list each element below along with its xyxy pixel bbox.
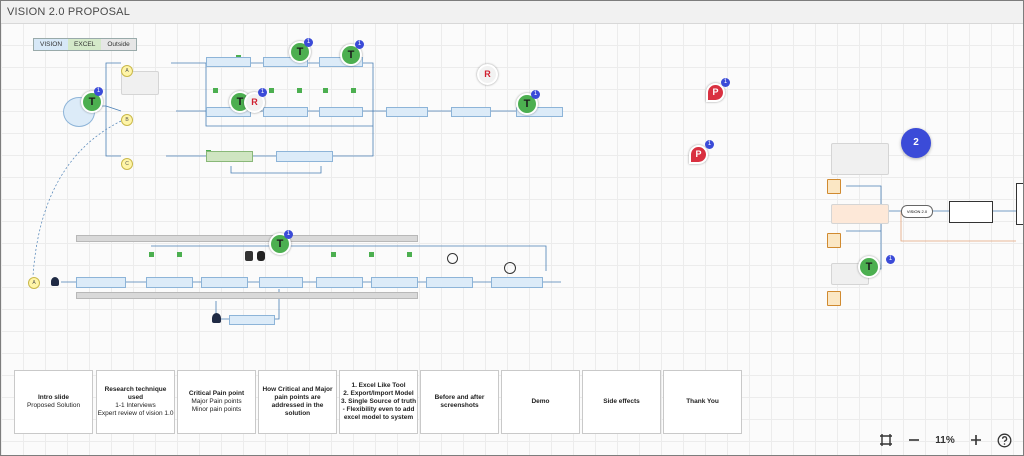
flow-box[interactable] xyxy=(426,277,473,288)
card-line: Minor pain points xyxy=(191,406,242,413)
flow-box[interactable] xyxy=(229,315,275,325)
card-title: Thank You xyxy=(686,398,719,405)
flow-box[interactable] xyxy=(201,277,248,288)
flow-box[interactable] xyxy=(276,151,333,162)
fit-frame-icon[interactable] xyxy=(875,429,897,451)
flow-box[interactable] xyxy=(263,57,308,67)
flow-box[interactable] xyxy=(76,277,126,288)
flow-box[interactable] xyxy=(316,277,363,288)
flow-box[interactable] xyxy=(386,107,428,117)
slide-card[interactable]: Before and after screenshots xyxy=(420,370,499,434)
card-title: Critical Pain point xyxy=(188,390,245,397)
persona-avatar-icon xyxy=(827,233,841,248)
step-circle-a2: A xyxy=(28,277,40,289)
notification-badge: 1 xyxy=(284,230,293,239)
notification-badge: 1 xyxy=(531,90,540,99)
notification-badge: 1 xyxy=(94,87,103,96)
collaborator-avatar[interactable]: T xyxy=(81,91,103,113)
card-line: Expert review of vision 1.0 xyxy=(97,410,174,417)
slide-card[interactable]: How Critical and Major pain points are a… xyxy=(258,370,337,434)
notification-badge: 1 xyxy=(258,88,267,97)
card-title: Demo xyxy=(531,398,550,405)
zoom-toolbar: 11% xyxy=(875,429,1015,451)
card-title: Intro slide xyxy=(37,394,70,401)
step-circle-c: C xyxy=(121,158,133,170)
collaborator-avatar[interactable]: T xyxy=(858,256,880,278)
notification-badge: 1 xyxy=(705,140,714,149)
outcome-box-partial[interactable] xyxy=(1016,183,1023,225)
tool-icon xyxy=(245,251,253,261)
admin-user-icon xyxy=(212,313,221,323)
collaborator-avatar[interactable]: R xyxy=(477,64,498,85)
flow-box[interactable] xyxy=(206,57,251,67)
board-header: VISION 2.0 PROPOSAL xyxy=(1,1,1023,24)
database-icon xyxy=(257,251,265,261)
notification-badge: 1 xyxy=(886,255,895,264)
flow-box[interactable] xyxy=(146,277,193,288)
persona-avatar-icon xyxy=(827,179,841,194)
clock-icon xyxy=(504,262,516,274)
collaborator-avatar[interactable]: R xyxy=(244,92,265,113)
card-title: 1. Excel Like Tool 2. Export/Import Mode… xyxy=(340,382,417,421)
globe-icon xyxy=(447,253,458,264)
card-title: Before and after screenshots xyxy=(434,394,485,409)
notification-badge: 1 xyxy=(355,40,364,49)
zoom-level: 11% xyxy=(935,434,955,446)
slide-card[interactable]: 1. Excel Like Tool 2. Export/Import Mode… xyxy=(339,370,418,434)
persona-avatar-icon xyxy=(827,291,841,306)
legend-outside: Outside xyxy=(101,39,136,50)
zoom-in-icon[interactable] xyxy=(965,429,987,451)
collaborator-avatar[interactable]: T xyxy=(340,44,362,66)
collaborator-avatar[interactable]: P xyxy=(689,145,708,164)
card-title: Side effects xyxy=(603,398,640,405)
flow-box[interactable] xyxy=(451,107,491,117)
notification-badge: 1 xyxy=(304,38,313,47)
flow-box[interactable] xyxy=(516,107,563,117)
persona-speech-bubble[interactable] xyxy=(831,143,889,175)
card-title: How Critical and Major pain points are a… xyxy=(262,386,333,417)
slide-card[interactable]: Demo xyxy=(501,370,580,434)
persona-speech-bubble[interactable] xyxy=(831,204,889,224)
notification-badge: 1 xyxy=(721,78,730,87)
swimlane-bar-bottom xyxy=(76,292,418,299)
flow-box[interactable] xyxy=(371,277,418,288)
card-line: Major Pain points xyxy=(191,398,242,405)
legend: VISION EXCEL Outside xyxy=(33,38,137,51)
excel-flow-box[interactable] xyxy=(206,151,253,162)
slide-card[interactable]: Thank You xyxy=(663,370,742,434)
card-title: Research technique used xyxy=(104,386,167,401)
flow-box[interactable] xyxy=(319,107,363,117)
help-icon[interactable] xyxy=(993,429,1015,451)
flow-box[interactable] xyxy=(263,107,308,117)
legend-vision: VISION xyxy=(34,39,69,50)
step-circle-a: A xyxy=(121,65,133,77)
vision-node[interactable]: VISION 2.0 xyxy=(901,205,933,218)
outcome-box[interactable] xyxy=(949,201,993,223)
flow-box[interactable] xyxy=(259,277,303,288)
collaborator-avatar[interactable]: P xyxy=(706,83,725,102)
card-line: 1-1 Interviews xyxy=(115,402,156,409)
card-line: Proposed Solution xyxy=(26,402,81,409)
step-circle-b: B xyxy=(121,114,133,126)
user-icon xyxy=(51,277,59,286)
group-counter-badge[interactable]: 2 xyxy=(901,128,931,158)
legend-excel: EXCEL xyxy=(68,39,102,50)
slide-card[interactable]: Side effects xyxy=(582,370,661,434)
zoom-out-icon[interactable] xyxy=(903,429,925,451)
flow-box[interactable] xyxy=(491,277,543,288)
board-title: VISION 2.0 PROPOSAL xyxy=(7,6,131,18)
swimlane-bar-top xyxy=(76,235,418,242)
